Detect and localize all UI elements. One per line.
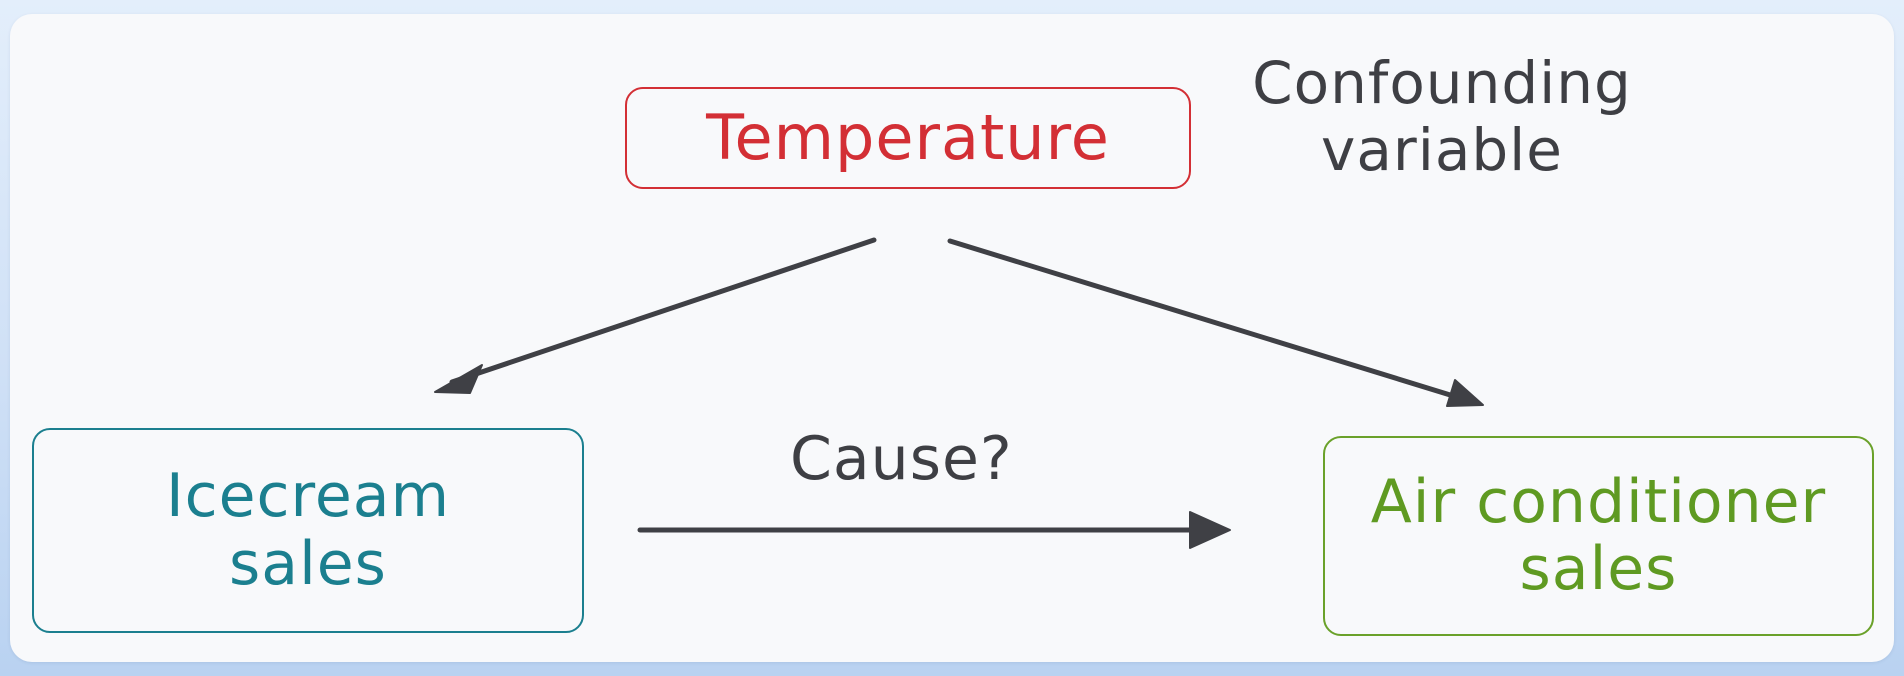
arrowhead-icecream	[434, 364, 483, 394]
temperature-label: Temperature	[706, 101, 1110, 175]
air-conditioner-sales-node: Air conditioner sales	[1323, 436, 1874, 636]
arrowhead-ac	[1446, 379, 1484, 407]
cause-question-label: Cause?	[790, 424, 1013, 494]
diagram-canvas	[10, 14, 1894, 662]
temperature-node: Temperature	[625, 87, 1191, 189]
arrow-temperature-to-icecream	[449, 237, 877, 385]
icecream-sales-node: Icecream sales	[32, 428, 584, 633]
arrowhead-cause	[1189, 511, 1231, 549]
icecream-sales-label: Icecream sales	[165, 461, 451, 599]
confounding-variable-annotation: Confounding variable	[1252, 49, 1632, 184]
arrow-temperature-to-ac	[947, 238, 1463, 401]
air-conditioner-sales-label: Air conditioner sales	[1370, 466, 1827, 604]
